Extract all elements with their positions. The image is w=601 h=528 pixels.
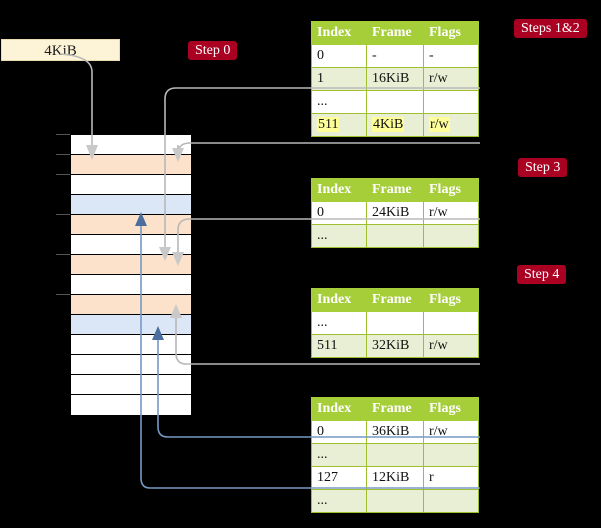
- cell-frame: 32KiB: [366, 334, 424, 358]
- cell-flags: r/w: [423, 67, 479, 91]
- memory-frame-row: [71, 255, 191, 275]
- table-header-frame: Frame: [366, 178, 424, 202]
- badge-step-4: Step 4: [517, 265, 567, 284]
- cell-index: ...: [311, 224, 367, 248]
- cell-flags: r/w: [423, 201, 479, 225]
- memory-frame-row: [71, 295, 191, 315]
- mem-tick: [56, 154, 70, 155]
- cell-index: 511: [311, 334, 367, 358]
- memory-frame-row: [71, 155, 191, 175]
- table-header-frame: Frame: [366, 397, 424, 421]
- cell-index: 0: [311, 44, 367, 68]
- cell-frame: [366, 443, 424, 467]
- badge-steps-1-2: Steps 1&2: [514, 19, 587, 38]
- table-header-index: Index: [311, 288, 367, 312]
- cell-flags: -: [423, 44, 479, 68]
- table-row: ...: [311, 90, 479, 114]
- wire-4kib-to-memory: [59, 53, 93, 145]
- cell-index: ...: [311, 90, 367, 114]
- cell-frame: [366, 311, 424, 335]
- memory-frame-row: [71, 275, 191, 295]
- table-header-flags: Flags: [423, 397, 479, 421]
- memory-column: [70, 134, 191, 415]
- memory-frame-row: [71, 375, 191, 395]
- cell-flags: [423, 90, 479, 114]
- cell-frame: 16KiB: [366, 67, 424, 91]
- table-row: ...: [311, 489, 479, 513]
- table-header-index: Index: [311, 21, 367, 45]
- table-header-flags: Flags: [423, 21, 479, 45]
- cell-flags: r/w: [423, 334, 479, 358]
- memory-frame-row: [71, 175, 191, 195]
- table-header-flags: Flags: [423, 178, 479, 202]
- memory-frame-row: [71, 395, 191, 415]
- mem-tick: [56, 254, 70, 255]
- table-row: ...: [311, 224, 479, 248]
- cell-flags: [423, 489, 479, 513]
- cell-index: ...: [311, 311, 367, 335]
- memory-frame-row: [71, 315, 191, 335]
- cell-flags: [423, 443, 479, 467]
- memory-frame-row: [71, 355, 191, 375]
- mem-tick: [56, 134, 70, 135]
- cell-index: 0: [311, 201, 367, 225]
- cell-frame: 36KiB: [366, 420, 424, 444]
- cell-flags: [423, 311, 479, 335]
- cell-frame: [366, 90, 424, 114]
- mem-tick: [56, 174, 70, 175]
- table-header-index: Index: [311, 178, 367, 202]
- cell-frame: -: [366, 44, 424, 68]
- cell-index: 127: [311, 466, 367, 490]
- badge-step-3: Step 3: [518, 158, 568, 177]
- table-row: 0--: [311, 44, 479, 68]
- table-row: ...: [311, 443, 479, 467]
- cell-index: 511: [311, 113, 367, 137]
- table-header-frame: Frame: [366, 288, 424, 312]
- table-header-flags: Flags: [423, 288, 479, 312]
- memory-frame-row: [71, 215, 191, 235]
- memory-frame-row: [71, 235, 191, 255]
- table-header-index: Index: [311, 397, 367, 421]
- table-header-frame: Frame: [366, 21, 424, 45]
- cell-index: ...: [311, 489, 367, 513]
- cell-flags: r/w: [423, 420, 479, 444]
- cell-flags: [423, 224, 479, 248]
- badge-step-0: Step 0: [188, 41, 238, 60]
- mem-tick: [56, 214, 70, 215]
- cell-frame: [366, 224, 424, 248]
- memory-frame-row: [71, 135, 191, 155]
- memory-frame-row: [71, 335, 191, 355]
- mem-tick: [56, 294, 70, 295]
- memory-frame-row: [71, 195, 191, 215]
- cell-flags: r: [423, 466, 479, 490]
- cell-index: 1: [311, 67, 367, 91]
- cell-frame: 12KiB: [366, 466, 424, 490]
- cell-frame: 24KiB: [366, 201, 424, 225]
- size-label-4kib: 4KiB: [1, 39, 120, 61]
- cell-frame: [366, 489, 424, 513]
- cell-index: 0: [311, 420, 367, 444]
- cell-index: ...: [311, 443, 367, 467]
- cell-flags: r/w: [423, 113, 479, 137]
- cell-frame: 4KiB: [366, 113, 424, 137]
- table-row: ...: [311, 311, 479, 335]
